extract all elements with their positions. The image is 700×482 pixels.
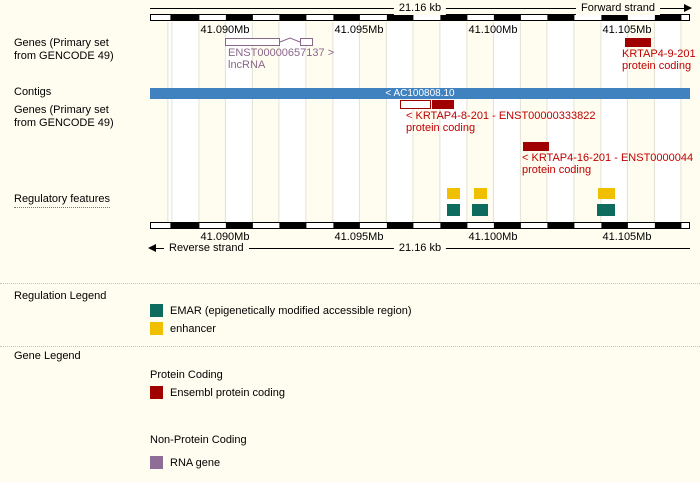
enhancer-feature[interactable] bbox=[447, 188, 460, 199]
track-label-regulatory-features: Regulatory features bbox=[14, 193, 110, 208]
transcript-id: ENST00000657137 > bbox=[228, 47, 335, 59]
tick-label: 41.100Mb bbox=[468, 24, 518, 36]
emar-feature[interactable] bbox=[447, 204, 460, 216]
protein-coding-legend-swatch bbox=[150, 386, 163, 399]
track-label-line: Genes (Primary set bbox=[14, 37, 109, 49]
tick-label: 41.095Mb bbox=[334, 231, 384, 243]
reverse-arrow-icon bbox=[148, 244, 156, 252]
forward-strand-label: Forward strand bbox=[576, 2, 660, 15]
emar-legend-label: EMAR (epigenetically modified accessible… bbox=[170, 305, 412, 317]
bottom-scalebar bbox=[150, 222, 690, 229]
biotype: lncRNA bbox=[228, 58, 266, 71]
legend-separator bbox=[0, 346, 700, 347]
gene-label-krtap4-9: KRTAP4-9-201 protein coding bbox=[622, 48, 696, 72]
track-label-genes-forward: Genes (Primary set from GENCODE 49) bbox=[14, 37, 114, 63]
contig-bar[interactable]: < AC100808.10 bbox=[150, 88, 690, 99]
enhancer-legend-label: enhancer bbox=[170, 323, 216, 335]
gene-label-lncrna: ENST00000657137 > lncRNA bbox=[228, 47, 335, 71]
tick-label: 41.090Mb bbox=[200, 24, 250, 36]
tick-label: 41.105Mb bbox=[602, 231, 652, 243]
rna-gene-legend-label: RNA gene bbox=[170, 457, 221, 469]
track-label-genes-reverse: Genes (Primary set from GENCODE 49) bbox=[14, 104, 114, 130]
tick-label: 41.100Mb bbox=[468, 231, 518, 243]
lncrna-transcript-glyph[interactable] bbox=[225, 37, 315, 47]
gene-name: KRTAP4-9-201 bbox=[622, 48, 696, 60]
track-area: 21.16 kb Forward strand 41.090Mb 41.095M… bbox=[148, 0, 696, 258]
scale-length-bottom: 21.16 kb bbox=[393, 242, 447, 255]
emar-feature[interactable] bbox=[472, 204, 488, 216]
gene-box-krtap4-8[interactable] bbox=[432, 100, 454, 109]
enhancer-legend-swatch bbox=[150, 322, 163, 335]
track-label-contigs: Contigs bbox=[14, 86, 52, 98]
gene-legend-title: Gene Legend bbox=[14, 350, 81, 362]
contig-name: < AC100808.10 bbox=[385, 88, 455, 99]
gene-box-krtap4-9[interactable] bbox=[625, 38, 651, 47]
biotype: protein coding bbox=[622, 59, 692, 72]
tick-label: 41.095Mb bbox=[334, 24, 384, 36]
gene-utr-krtap4-8[interactable] bbox=[400, 100, 431, 109]
top-scalebar bbox=[150, 14, 690, 21]
tick-label: 41.105Mb bbox=[602, 24, 652, 36]
gene-box-krtap4-16[interactable] bbox=[523, 142, 549, 151]
track-label-line: from GENCODE 49) bbox=[14, 50, 114, 62]
enhancer-feature[interactable] bbox=[474, 188, 487, 199]
emar-feature[interactable] bbox=[597, 204, 615, 216]
gene-label-krtap4-16: < KRTAP4-16-201 - ENST0000044 protein co… bbox=[522, 152, 694, 176]
forward-arrow-icon bbox=[684, 4, 692, 12]
track-label-line: Genes (Primary set bbox=[14, 104, 109, 116]
emar-legend-swatch bbox=[150, 304, 163, 317]
tick-label: 41.090Mb bbox=[200, 231, 250, 243]
biotype: protein coding bbox=[522, 163, 592, 176]
reverse-strand-label: Reverse strand bbox=[164, 242, 249, 255]
legend-separator bbox=[0, 283, 700, 284]
scale-length-top: 21.16 kb bbox=[393, 2, 447, 15]
biotype: protein coding bbox=[406, 121, 476, 134]
gene-name: < KRTAP4-8-201 - ENST00000333822 bbox=[406, 110, 596, 122]
gene-label-krtap4-8: < KRTAP4-8-201 - ENST00000333822 protein… bbox=[406, 110, 596, 134]
protein-coding-heading: Protein Coding bbox=[150, 369, 223, 381]
gene-name: < KRTAP4-16-201 - ENST0000044 bbox=[522, 152, 694, 164]
rna-gene-legend-swatch bbox=[150, 456, 163, 469]
track-label-line: from GENCODE 49) bbox=[14, 117, 114, 129]
protein-coding-legend-label: Ensembl protein coding bbox=[170, 387, 285, 399]
non-protein-coding-heading: Non-Protein Coding bbox=[150, 434, 247, 446]
regulation-legend-title: Regulation Legend bbox=[14, 290, 107, 302]
enhancer-feature[interactable] bbox=[598, 188, 615, 199]
